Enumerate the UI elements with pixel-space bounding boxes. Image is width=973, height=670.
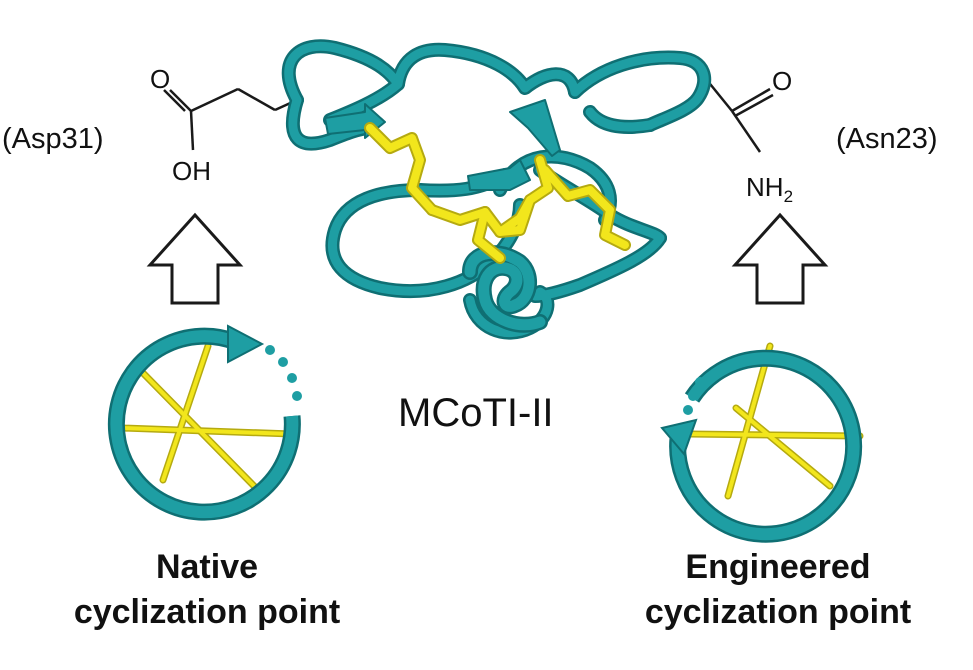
left-residue-label: (Asp31)	[2, 123, 104, 155]
protein-ribbon	[281, 39, 712, 340]
left-up-arrow	[146, 212, 244, 305]
engineered-caption-line1: Engineered	[685, 548, 870, 586]
left-carbonyl-o: O	[150, 64, 170, 94]
engineered-ring-arrowhead	[660, 418, 698, 456]
native-caption-line1: Native	[156, 548, 258, 586]
right-residue-label: (Asn23)	[836, 123, 938, 155]
engineered-cyclization-schematic	[660, 342, 864, 543]
native-ring-arrowhead	[227, 324, 265, 364]
right-up-arrow	[731, 212, 829, 305]
native-caption-line2: cyclization point	[74, 593, 340, 631]
protein-name-label: MCoTI-II	[398, 391, 554, 435]
left-hydroxyl-label: OH	[172, 156, 211, 186]
right-carbonyl-o: O	[772, 66, 792, 96]
engineered-caption-line2: cyclization point	[645, 593, 911, 631]
right-amine-label: NH2	[746, 172, 793, 206]
beta-strand-3	[467, 159, 531, 191]
asp-structure	[163, 87, 298, 151]
beta-strand-2	[509, 99, 561, 157]
native-cyclization-schematic	[107, 324, 302, 521]
disulfide-bonds	[364, 122, 631, 264]
asn-structure	[701, 73, 774, 153]
